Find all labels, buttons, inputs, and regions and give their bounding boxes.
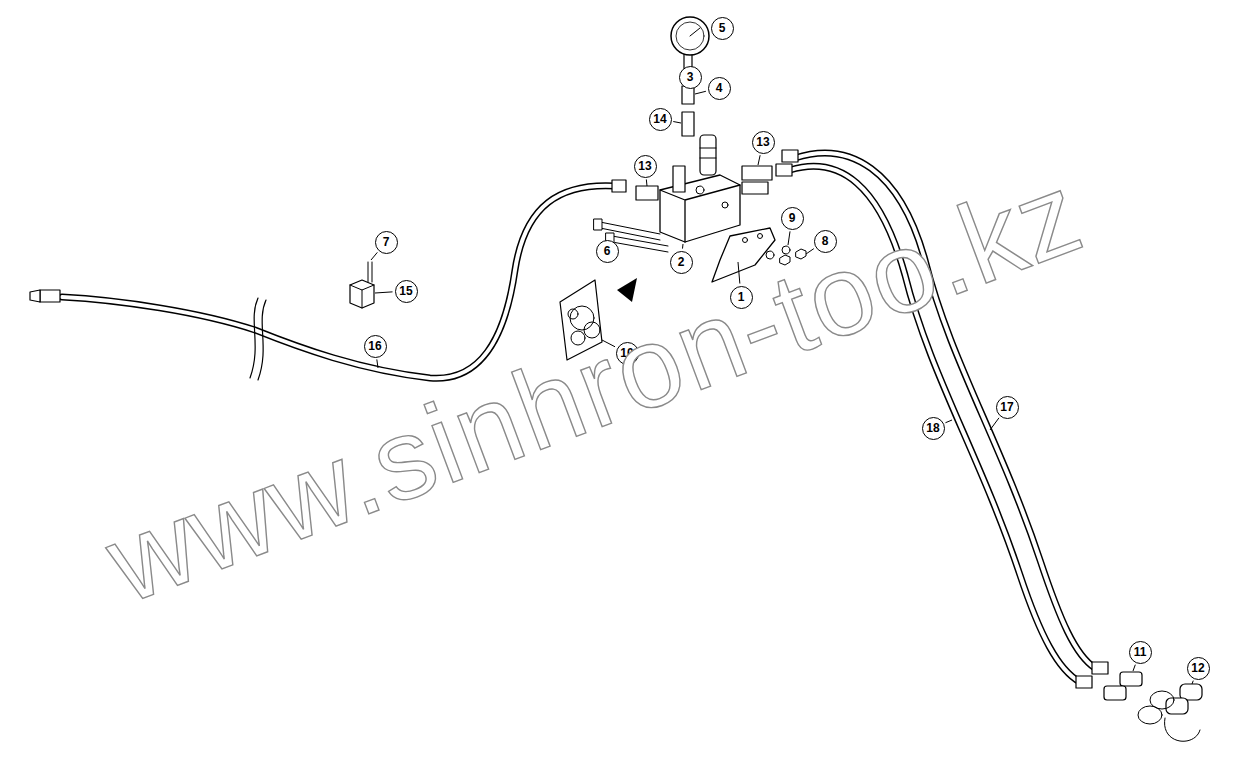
leader-line (1133, 665, 1135, 671)
leader-line (375, 292, 393, 293)
valve-block (660, 175, 740, 242)
callout-text: 2 (678, 256, 685, 268)
callout-text: 3 (687, 71, 694, 83)
leader-line (945, 420, 952, 423)
pressure-gauge (671, 17, 709, 55)
leader-line (682, 244, 684, 249)
callout-text: 13 (756, 136, 769, 148)
callout-text: 5 (719, 22, 726, 34)
callout-text: 7 (383, 236, 390, 248)
callout-number: 16 (364, 335, 387, 358)
leader-line (990, 418, 999, 430)
callout-number: 13 (752, 131, 775, 154)
leader-line (646, 179, 648, 186)
callout-text: 12 (1191, 662, 1204, 674)
leader-line (673, 122, 681, 123)
callout-number: 13 (634, 155, 657, 178)
callout-number: 18 (922, 417, 945, 440)
leader-line (371, 252, 377, 260)
callout-text: 13 (638, 160, 651, 172)
leader-line (1192, 681, 1193, 684)
callout-text: 14 (653, 113, 666, 125)
callout-number: 12 (1187, 657, 1210, 680)
callout-number: 4 (708, 77, 731, 100)
callout-number: 6 (596, 240, 619, 263)
callout-text: 15 (399, 285, 412, 297)
callout-number: 17 (996, 396, 1019, 419)
callout-text: 18 (926, 422, 939, 434)
callout-number: 3 (679, 66, 702, 89)
callout-number: 2 (670, 251, 693, 274)
callout-number: 14 (649, 108, 672, 131)
callout-number: 9 (781, 207, 804, 230)
callout-number: 7 (375, 231, 398, 254)
callout-number: 11 (1129, 641, 1152, 664)
callout-text: 16 (368, 340, 381, 352)
leader-line (695, 91, 706, 94)
leader-line (758, 155, 760, 165)
callout-text: 9 (789, 212, 796, 224)
callout-number: 5 (711, 17, 734, 40)
callout-text: 4 (716, 82, 723, 94)
callout-text: 6 (604, 245, 611, 257)
leader-line (377, 359, 378, 368)
callout-text: 17 (1000, 401, 1013, 413)
callout-text: 11 (1134, 646, 1147, 658)
callout-number: 15 (395, 280, 418, 303)
